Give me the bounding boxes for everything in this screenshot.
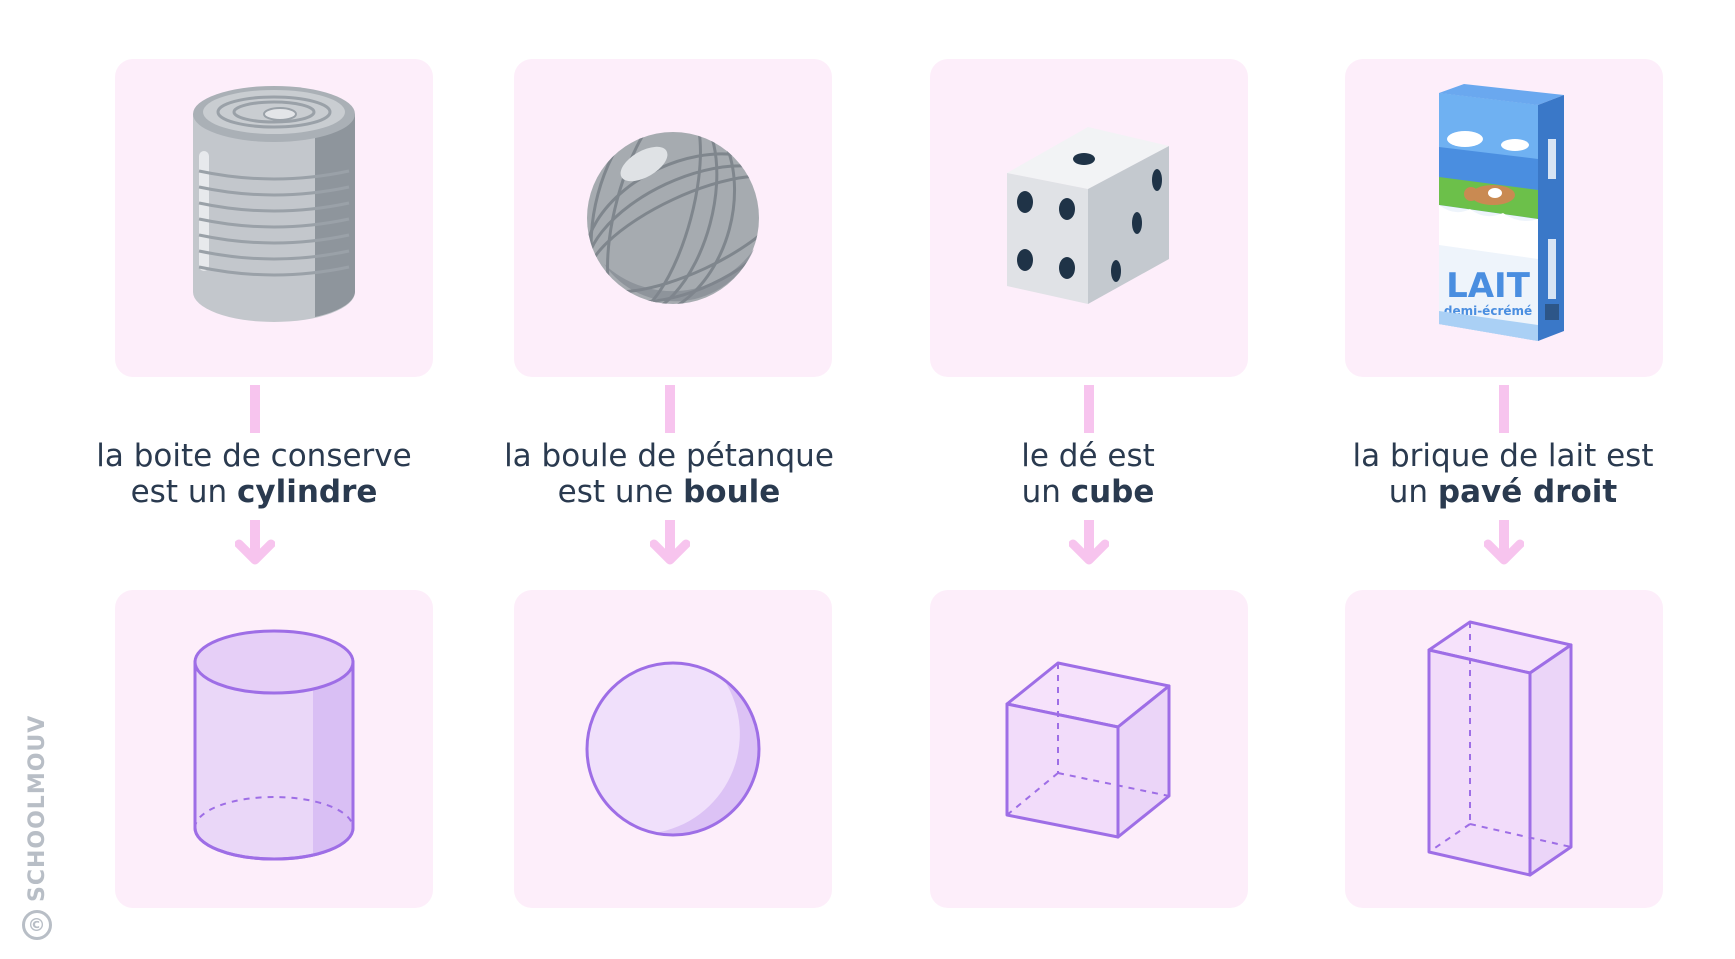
prism-shape-card [1345, 590, 1663, 908]
connector-arrow-4 [1484, 385, 1524, 565]
caption-line: le dé est [1021, 438, 1155, 474]
die-icon [1007, 127, 1169, 304]
caption-prefix: un [1388, 474, 1438, 510]
caption-prefix: est un [130, 474, 237, 510]
caption-prefix: un [1021, 474, 1071, 510]
caption-ball: la boule de pétanque est une boule [479, 438, 859, 510]
copyright-icon: © [22, 910, 52, 940]
solid-name-rectangular-prism: pavé droit [1437, 474, 1618, 510]
caption-line: la brique de lait est [1352, 438, 1654, 474]
watermark-text: SCHOOLMOUV [24, 714, 50, 902]
die-object-card [930, 59, 1248, 377]
solid-name-cube: cube [1070, 474, 1155, 510]
caption-prefix: est une [557, 474, 684, 510]
milk-brand-label: LAIT [1446, 266, 1531, 306]
milk-carton-object-card: LAIT demi-écrémé [1345, 59, 1663, 377]
connector-arrow-2 [650, 385, 690, 565]
sphere-shape-card [514, 590, 832, 908]
petanque-ball-icon [587, 132, 759, 304]
milk-carton-icon: LAIT demi-écrémé [1439, 84, 1564, 341]
can-object-card [115, 59, 433, 377]
connector-arrow-1 [235, 385, 275, 565]
caption-die: le dé est un cube [898, 438, 1278, 510]
caption-milk: la brique de lait est un pavé droit [1313, 438, 1693, 510]
connector-arrow-3 [1069, 385, 1109, 565]
cube-shape [1005, 661, 1171, 839]
schoolmouv-watermark: © SCHOOLMOUV [22, 715, 52, 940]
caption-can: la boite de conserve est un cylindre [64, 438, 444, 510]
cube-shape-card [930, 590, 1248, 908]
solid-name-sphere: boule [683, 474, 781, 510]
tin-can-icon [193, 86, 355, 322]
milk-sub-label: demi-écrémé [1444, 304, 1532, 318]
petanque-object-card [514, 59, 832, 377]
caption-line: la boule de pétanque [504, 438, 834, 474]
sphere-shape [585, 661, 761, 837]
rectangular-prism-shape [1427, 620, 1573, 877]
solid-name-cylinder: cylindre [236, 474, 378, 510]
cylinder-shape-card [115, 590, 433, 908]
caption-line: la boite de conserve [96, 438, 412, 474]
cylinder-shape [193, 629, 355, 861]
